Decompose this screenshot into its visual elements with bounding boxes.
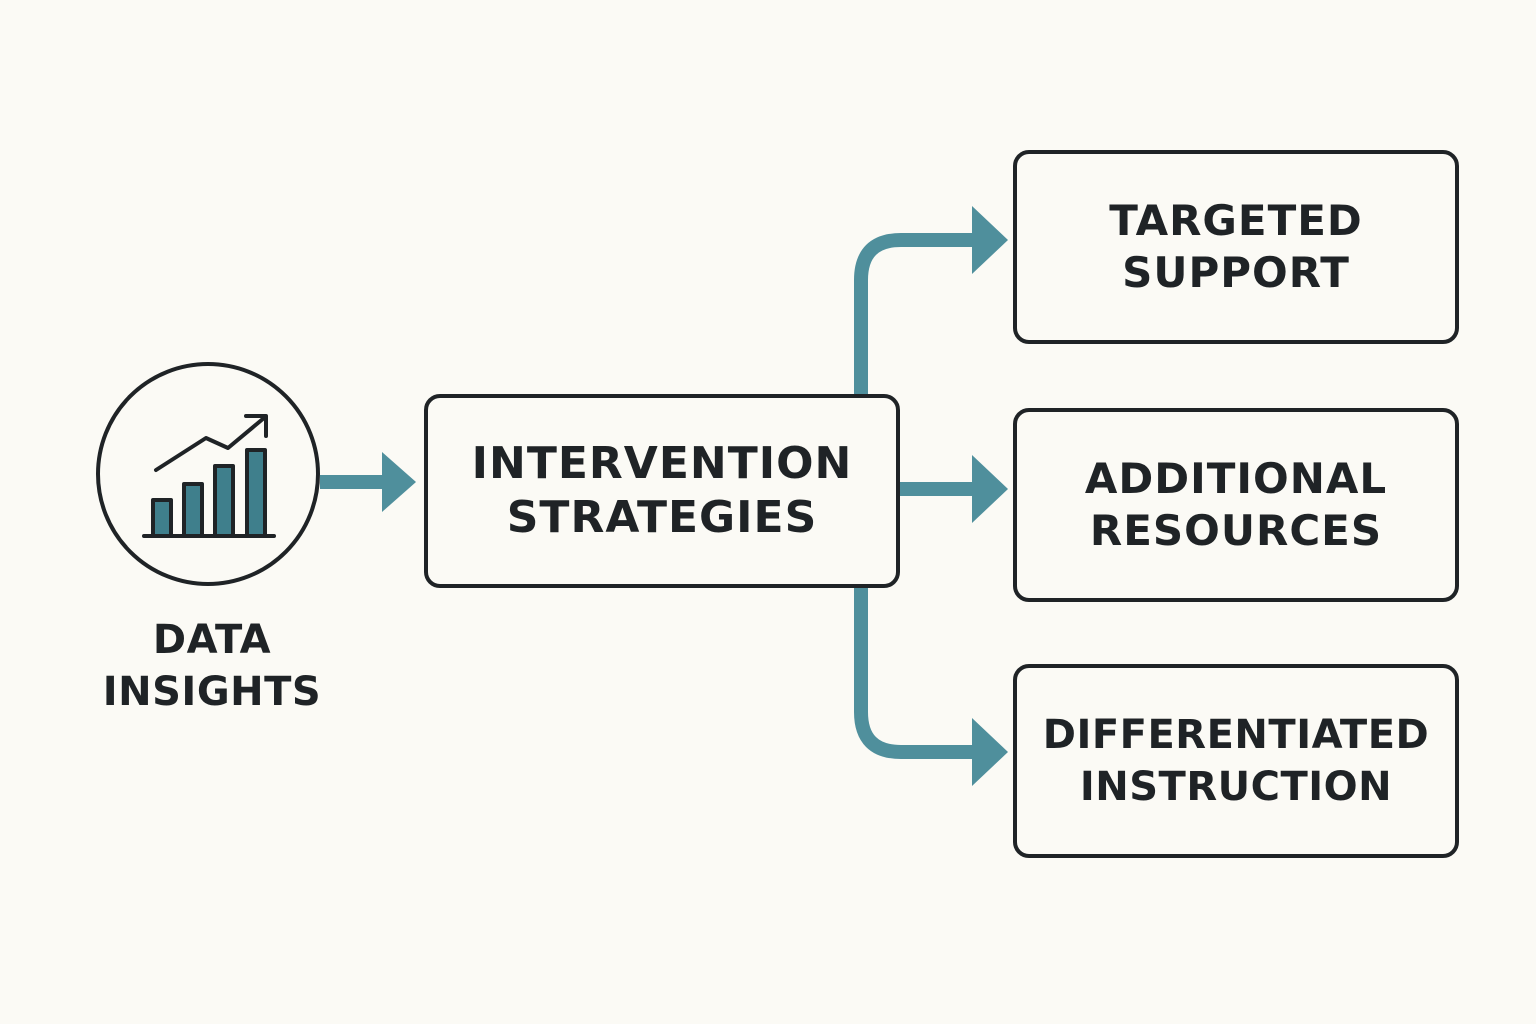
data-insights-label-line1: DATA: [152, 617, 272, 663]
arrowhead-to-instruction: [972, 718, 1008, 786]
connector-strategies-to-targeted: [854, 233, 975, 394]
arrowhead-to-resources: [972, 455, 1008, 523]
data-insights-node: [96, 362, 320, 586]
connector-strategies-to-instruction: [854, 588, 975, 759]
arrowhead-to-strategies: [382, 452, 416, 512]
data-insights-label: DATA INSIGHTS: [72, 614, 352, 718]
intervention-strategies-box: INTERVENTION STRATEGIES: [424, 394, 900, 588]
targeted-support-line2: SUPPORT: [1122, 248, 1350, 297]
additional-resources-line2: RESOURCES: [1089, 506, 1383, 555]
intervention-strategies-line1: INTERVENTION: [471, 438, 853, 489]
arrowhead-to-targeted: [972, 206, 1008, 274]
differentiated-instruction-line1: DIFFERENTIATED: [1042, 712, 1430, 758]
intervention-strategies-line2: STRATEGIES: [506, 492, 818, 543]
targeted-support-box: TARGETED SUPPORT: [1013, 150, 1459, 344]
targeted-support-line1: TARGETED: [1109, 196, 1363, 245]
differentiated-instruction-line2: INSTRUCTION: [1079, 764, 1393, 810]
data-insights-label-line2: INSIGHTS: [102, 669, 322, 715]
additional-resources-box: ADDITIONAL RESOURCES: [1013, 408, 1459, 602]
bar-chart-trend-icon: [142, 414, 276, 538]
differentiated-instruction-box: DIFFERENTIATED INSTRUCTION: [1013, 664, 1459, 858]
additional-resources-line1: ADDITIONAL: [1084, 454, 1388, 503]
